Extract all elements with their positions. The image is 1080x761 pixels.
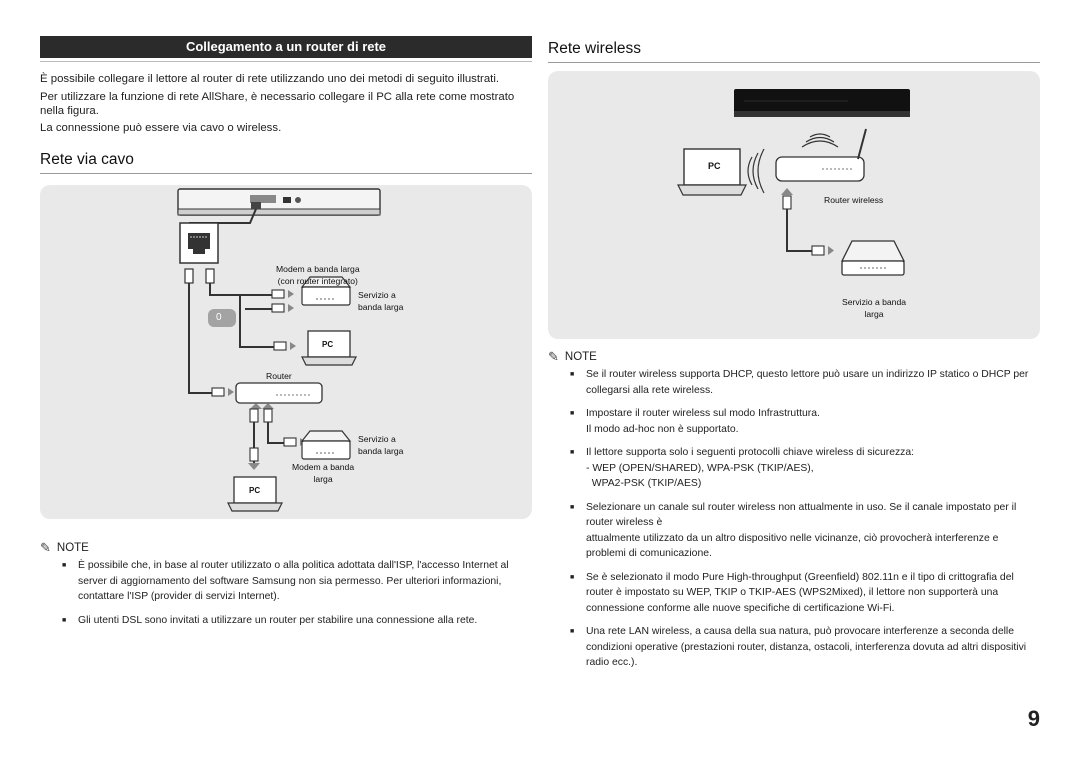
wireless-note-header: ✎ NOTE bbox=[548, 349, 597, 365]
intro-paragraph-2: Per utilizzare la funzione di rete AllSh… bbox=[40, 91, 515, 117]
wireless-note-item: Selezionare un canale sul router wireles… bbox=[570, 500, 1040, 562]
wired-diagram bbox=[177, 188, 381, 512]
wired-note-item: Gli utenti DSL sono invitati a utilizzar… bbox=[62, 613, 532, 629]
wireless-heading-rule bbox=[548, 62, 1040, 63]
wifi-waves-side-icon bbox=[747, 148, 765, 194]
intro-paragraph-3: La connessione può essere via cavo o wir… bbox=[40, 122, 282, 134]
modem-integrated-label: Modem a banda larga (con router integrat… bbox=[276, 264, 360, 286]
router-label: Router bbox=[266, 371, 292, 381]
pencil-icon: ✎ bbox=[548, 349, 559, 364]
wired-heading-rule bbox=[40, 173, 532, 174]
wired-note-item: È possibile che, in base al router utili… bbox=[62, 558, 532, 605]
section-title-bar: Collegamento a un router di rete bbox=[40, 36, 532, 58]
section-divider bbox=[40, 61, 532, 62]
wired-note-header: ✎ NOTE bbox=[40, 540, 89, 556]
broadband-modem-icon bbox=[840, 240, 906, 276]
wireless-diagram bbox=[677, 89, 910, 276]
wireless-router-icon bbox=[775, 128, 867, 182]
pc-label: PC bbox=[708, 161, 721, 171]
lan-port-icon bbox=[179, 222, 219, 264]
wireless-note-item: Il lettore supporta solo i seguenti prot… bbox=[570, 445, 1040, 492]
wireless-router-label: Router wireless bbox=[824, 195, 884, 205]
modem-label: Modem a banda larga bbox=[292, 462, 355, 484]
modem-icon bbox=[300, 430, 352, 460]
wireless-note-item: Se il router wireless supporta DHCP, que… bbox=[570, 367, 1040, 398]
service-label-1: Servizio a banda larga bbox=[358, 290, 404, 312]
wireless-notes-list: Se il router wireless supporta DHCP, que… bbox=[570, 367, 1040, 679]
router-icon bbox=[235, 382, 323, 404]
wired-notes-list: È possibile che, in base al router utili… bbox=[62, 558, 532, 636]
pc-label-1: PC bbox=[322, 340, 334, 349]
wireless-diagram-panel: PC Router wireless Servizio a banda larg… bbox=[548, 71, 1040, 339]
wireless-note-item: Impostare il router wireless sul modo In… bbox=[570, 406, 1040, 437]
wireless-note-item: Una rete LAN wireless, a causa della sua… bbox=[570, 624, 1040, 671]
laptop-2-icon bbox=[227, 476, 283, 512]
wireless-heading: Rete wireless bbox=[548, 40, 642, 57]
badge-background bbox=[208, 309, 236, 327]
laptop-1-icon bbox=[301, 330, 357, 366]
bluray-player-icon bbox=[734, 89, 910, 117]
section-title: Collegamento a un router di rete bbox=[185, 39, 387, 54]
laptop-icon bbox=[677, 148, 747, 196]
wireless-note-item: Se è selezionato il modo Pure High-throu… bbox=[570, 570, 1040, 617]
cable-plugs-icon bbox=[184, 268, 215, 284]
service-label: Servizio a banda larga bbox=[842, 297, 907, 319]
wireless-note-title: NOTE bbox=[564, 351, 597, 363]
service-label-2: Servizio a banda larga bbox=[358, 434, 404, 456]
player-rear-icon bbox=[177, 188, 381, 216]
wifi-waves-icon bbox=[801, 133, 839, 148]
pc-label-2: PC bbox=[249, 486, 261, 495]
badge-label: 0 bbox=[216, 312, 222, 323]
wired-note-title: NOTE bbox=[56, 542, 89, 554]
pencil-icon: ✎ bbox=[40, 540, 51, 555]
wired-heading: Rete via cavo bbox=[40, 151, 134, 168]
wired-diagram-panel: Modem a banda larga (con router integrat… bbox=[40, 185, 532, 519]
intro-paragraph-1: È possibile collegare il lettore al rout… bbox=[40, 73, 500, 85]
page-number: 9 bbox=[1027, 706, 1040, 731]
modem-router-icon bbox=[300, 276, 352, 306]
